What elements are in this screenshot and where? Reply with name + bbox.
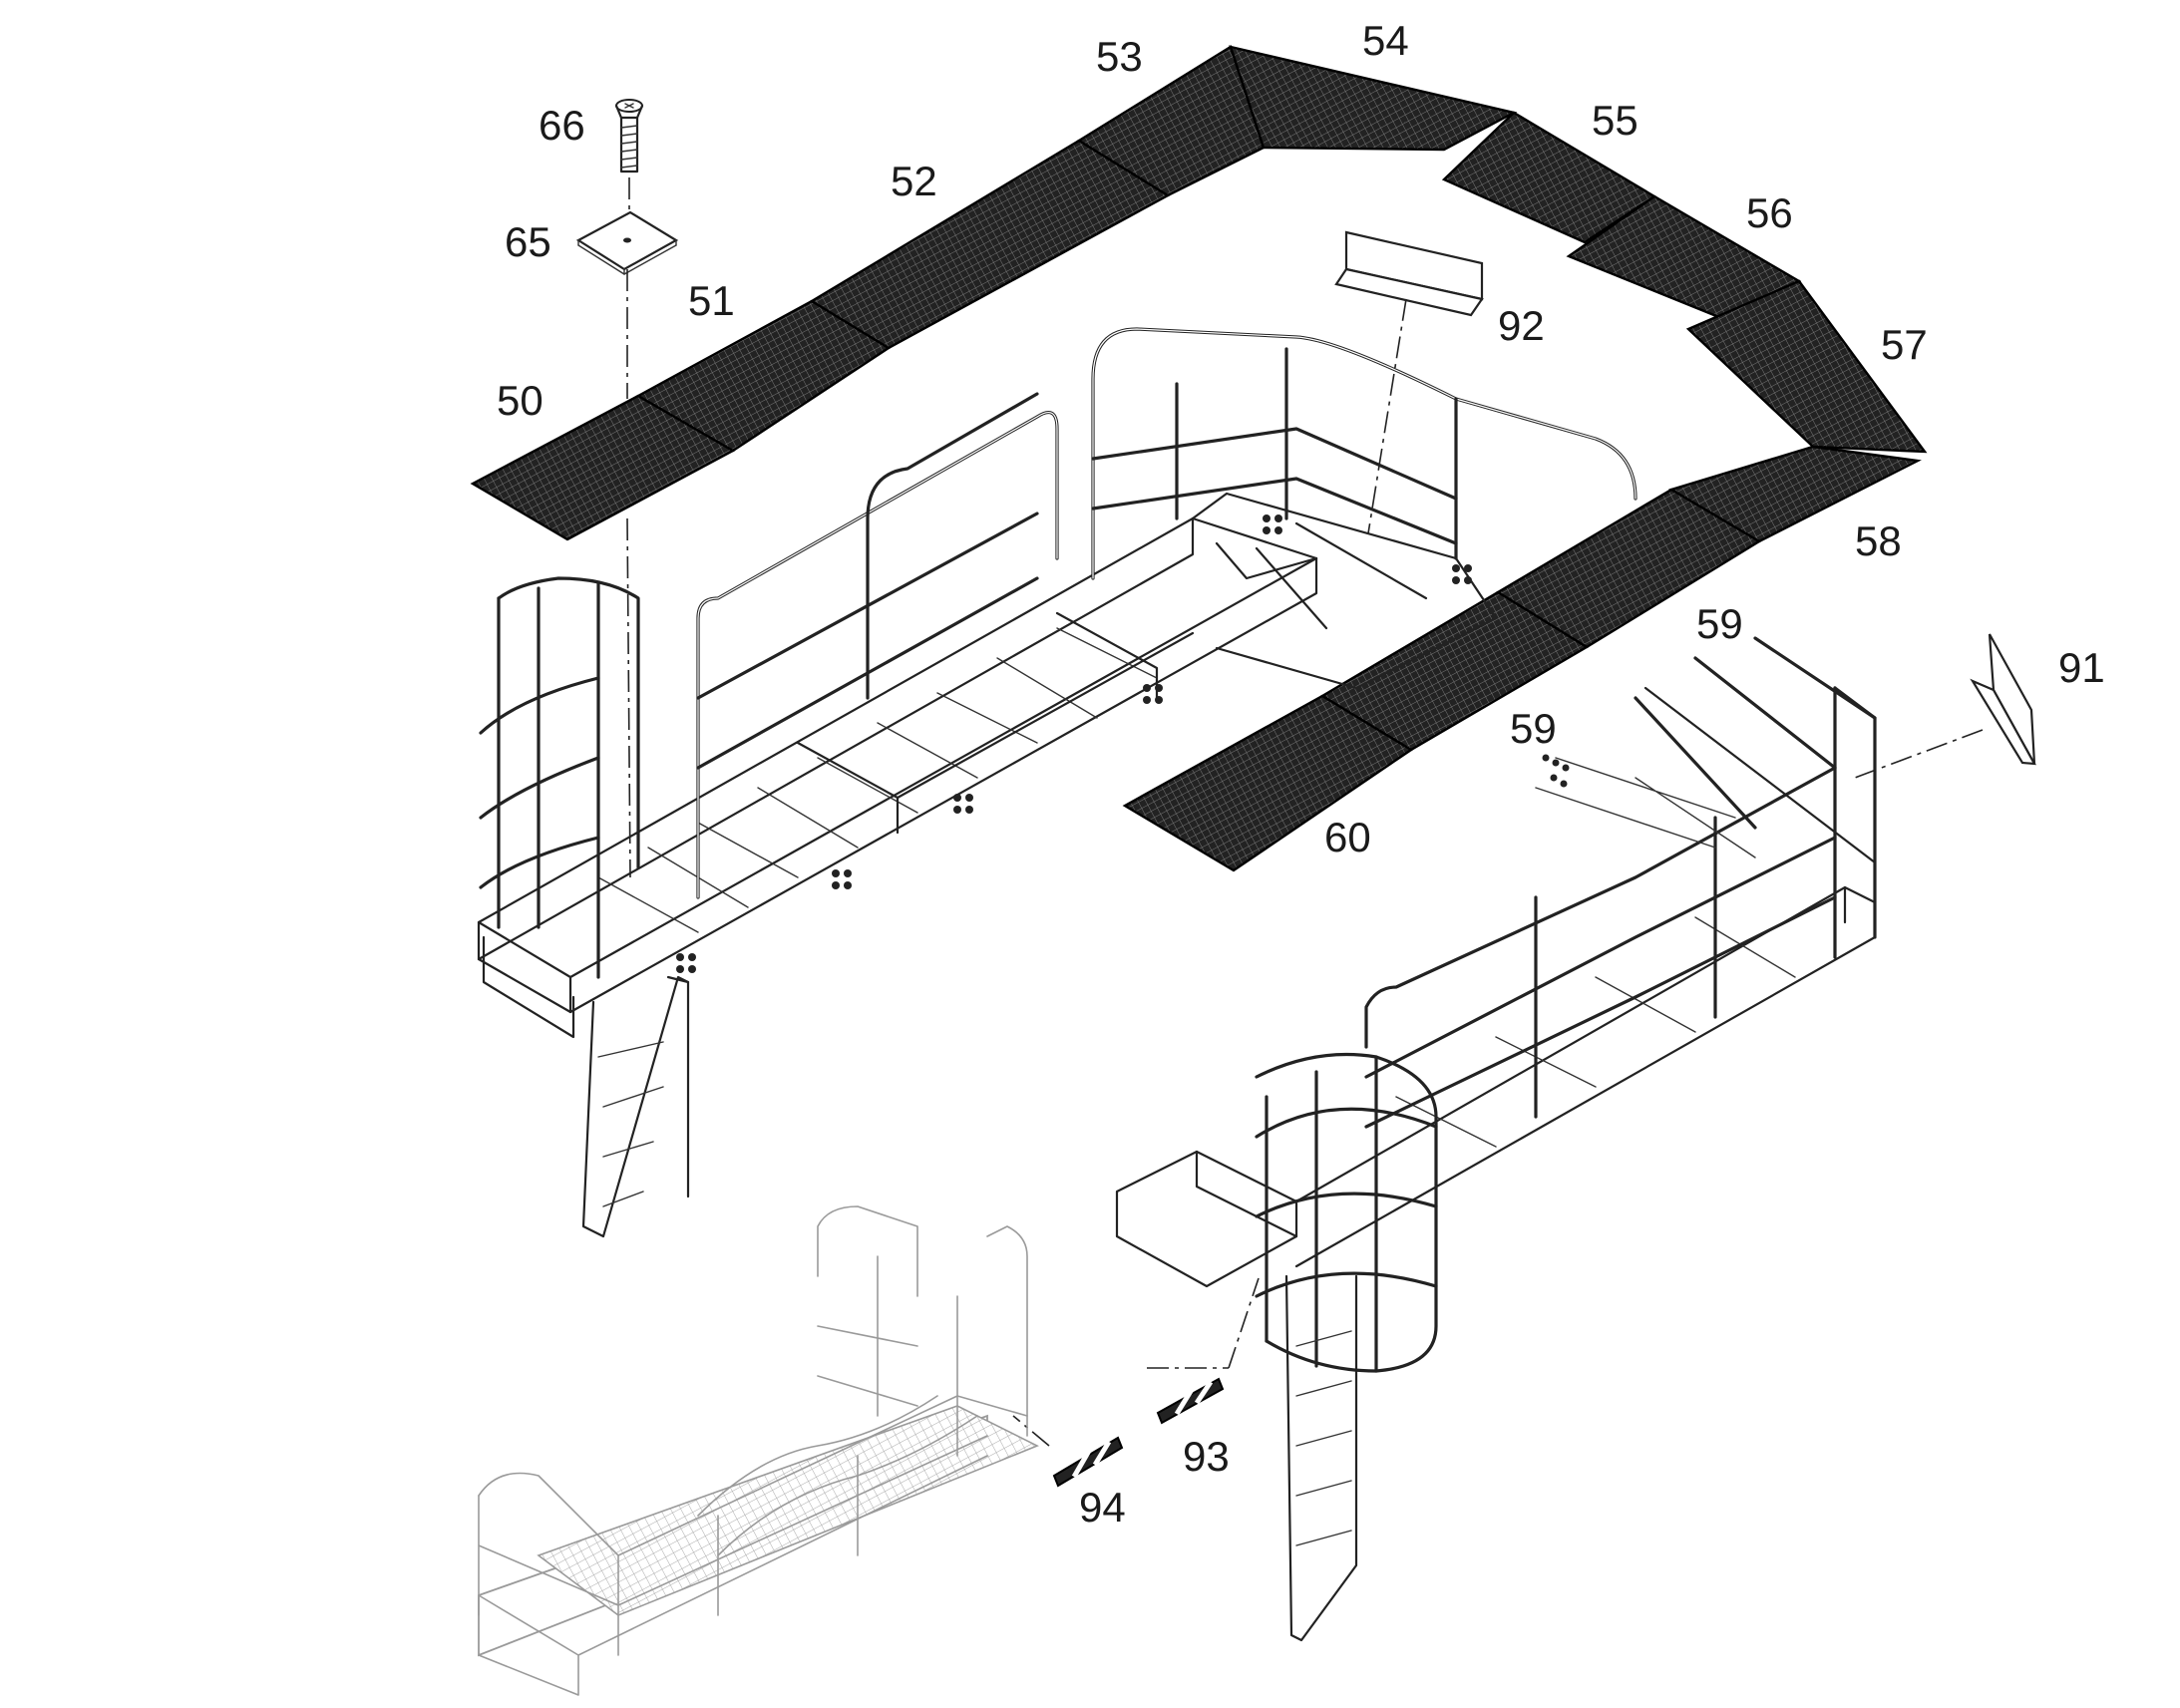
callout-91: 91 xyxy=(2058,644,2105,691)
warning-plate-94 xyxy=(1012,1415,1124,1488)
left-walkway-frame xyxy=(477,327,1637,1238)
bolt-and-plate xyxy=(575,99,679,878)
callout-57: 57 xyxy=(1881,321,1928,368)
bolt-66 xyxy=(614,99,644,173)
callout-54: 54 xyxy=(1362,17,1409,64)
warning-plate-93 xyxy=(1147,1277,1260,1425)
grating-panel-52 xyxy=(809,139,1171,350)
grating-panels xyxy=(470,45,1928,872)
callout-51: 51 xyxy=(688,277,735,324)
callout-52: 52 xyxy=(891,158,937,204)
callout-66: 66 xyxy=(539,102,585,149)
callout-58: 58 xyxy=(1855,517,1902,564)
kickplate-92 xyxy=(1334,230,1484,534)
callout-59-lower: 59 xyxy=(1510,705,1557,752)
callout-59-upper: 59 xyxy=(1696,600,1743,647)
callout-55: 55 xyxy=(1592,97,1638,144)
right-walkway-frame xyxy=(1115,636,1877,1642)
callout-labels: 50 51 52 53 54 55 56 57 58 59 59 60 65 6… xyxy=(497,17,2105,1531)
grating-panel-60 xyxy=(1122,694,1414,872)
callout-56: 56 xyxy=(1746,189,1793,236)
grating-panel-54 xyxy=(1229,45,1518,152)
grating-panel-55 xyxy=(1441,111,1657,244)
callout-92: 92 xyxy=(1498,302,1545,349)
kickplate-91 xyxy=(1854,633,2036,779)
callout-50: 50 xyxy=(497,377,544,424)
callout-94: 94 xyxy=(1079,1484,1126,1531)
callout-53: 53 xyxy=(1096,33,1143,80)
callout-93: 93 xyxy=(1183,1433,1230,1480)
callout-60: 60 xyxy=(1324,814,1371,860)
callout-65: 65 xyxy=(505,218,551,265)
reference-assembly-ghost xyxy=(478,1205,1039,1696)
